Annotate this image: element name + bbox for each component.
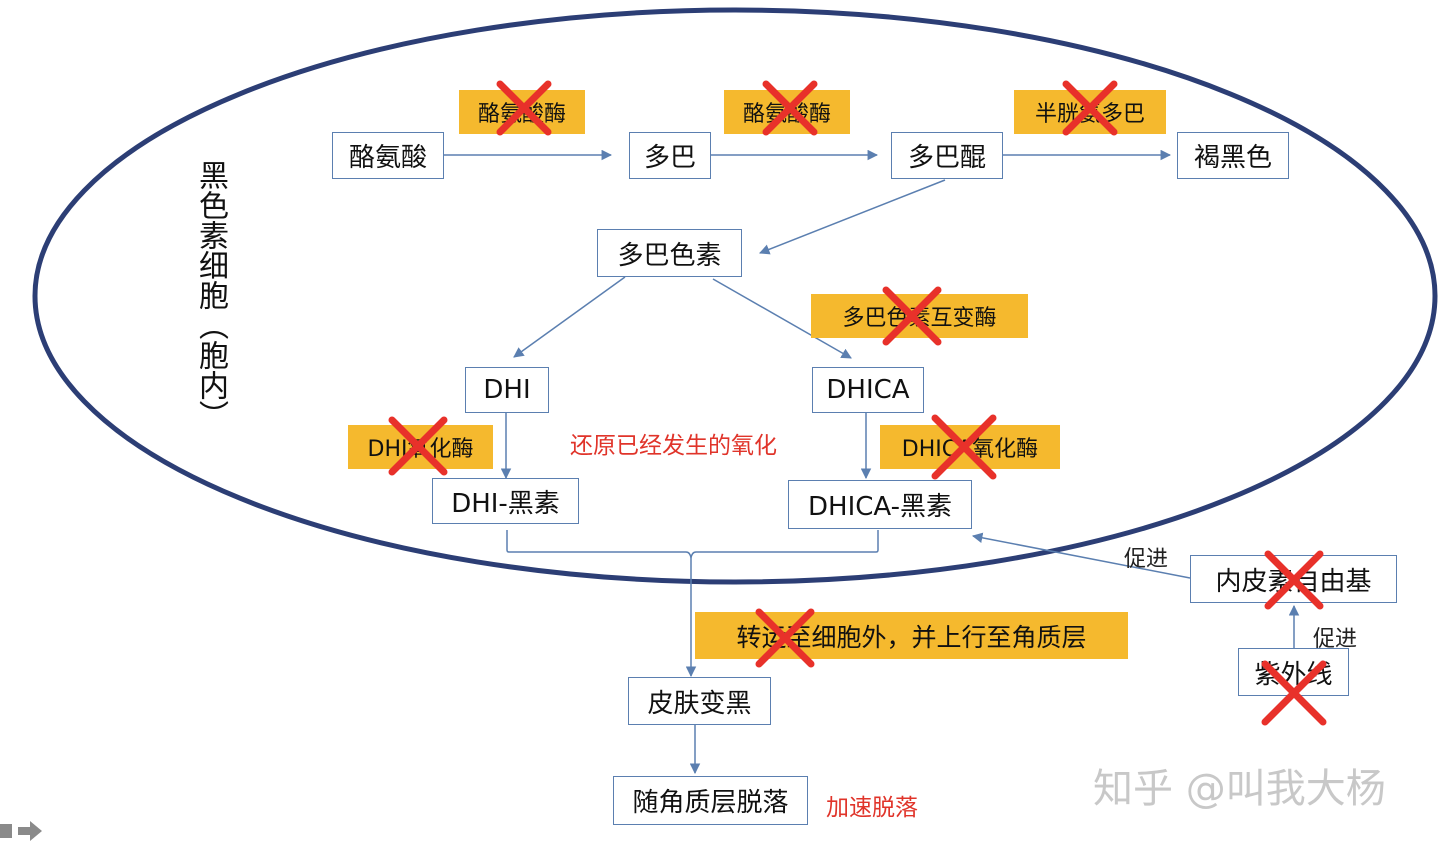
cross-mark xyxy=(1261,660,1327,726)
label-promote-1: 促进 xyxy=(1124,547,1169,572)
cross-mark xyxy=(931,414,997,480)
arrow-dopachrome-dhica xyxy=(712,278,852,359)
node-dhica: DHICA xyxy=(812,367,924,413)
arrow-dopaquinone-dopachrome xyxy=(759,179,946,255)
arrow-endothelin-dhicamelanin xyxy=(971,532,1191,579)
melanocyte-cell-outline xyxy=(32,7,1438,585)
label-promote-2: 促进 xyxy=(1313,627,1358,652)
annotation-accelerate-shedding: 加速脱落 xyxy=(826,795,918,821)
node-dopa: 多巴 xyxy=(629,132,711,179)
node-dhi: DHI xyxy=(465,367,549,413)
arrow-dopachrome-dhi xyxy=(513,276,626,358)
node-dopachrome: 多巴色素 xyxy=(597,229,742,277)
cell-label: 黑色素细胞（胞内） xyxy=(193,160,228,430)
node-dhica-melanin: DHICA-黑素 xyxy=(788,480,972,529)
node-shedding: 随角质层脱落 xyxy=(613,776,808,825)
cross-mark xyxy=(755,608,815,668)
cross-mark xyxy=(388,416,448,476)
node-skin-darkening: 皮肤变黑 xyxy=(628,677,771,725)
pathway-arrows xyxy=(444,149,1300,775)
cross-mark xyxy=(762,80,818,136)
cross-mark xyxy=(1264,550,1324,610)
cross-mark xyxy=(496,80,552,136)
merge-bracket xyxy=(506,530,879,559)
node-dopaquinone: 多巴醌 xyxy=(891,132,1003,179)
node-tyrosine: 酪氨酸 xyxy=(332,132,444,179)
annotation-reduce-oxidized: 还原已经发生的氧化 xyxy=(570,433,777,459)
slide-nav-icon xyxy=(0,821,42,841)
cross-mark xyxy=(1062,80,1118,136)
watermark: 知乎 @叫我大杨 xyxy=(1093,766,1386,812)
node-dhi-melanin: DHI-黑素 xyxy=(432,478,579,524)
node-pheomelanin: 褐黑色 xyxy=(1177,132,1289,179)
cross-mark xyxy=(882,286,942,346)
enzyme-dhica-oxidase: DHICA氧化酶 xyxy=(880,425,1060,469)
enzyme-dopachrome-tautomerase: 多巴色素互变酶 xyxy=(811,294,1028,338)
